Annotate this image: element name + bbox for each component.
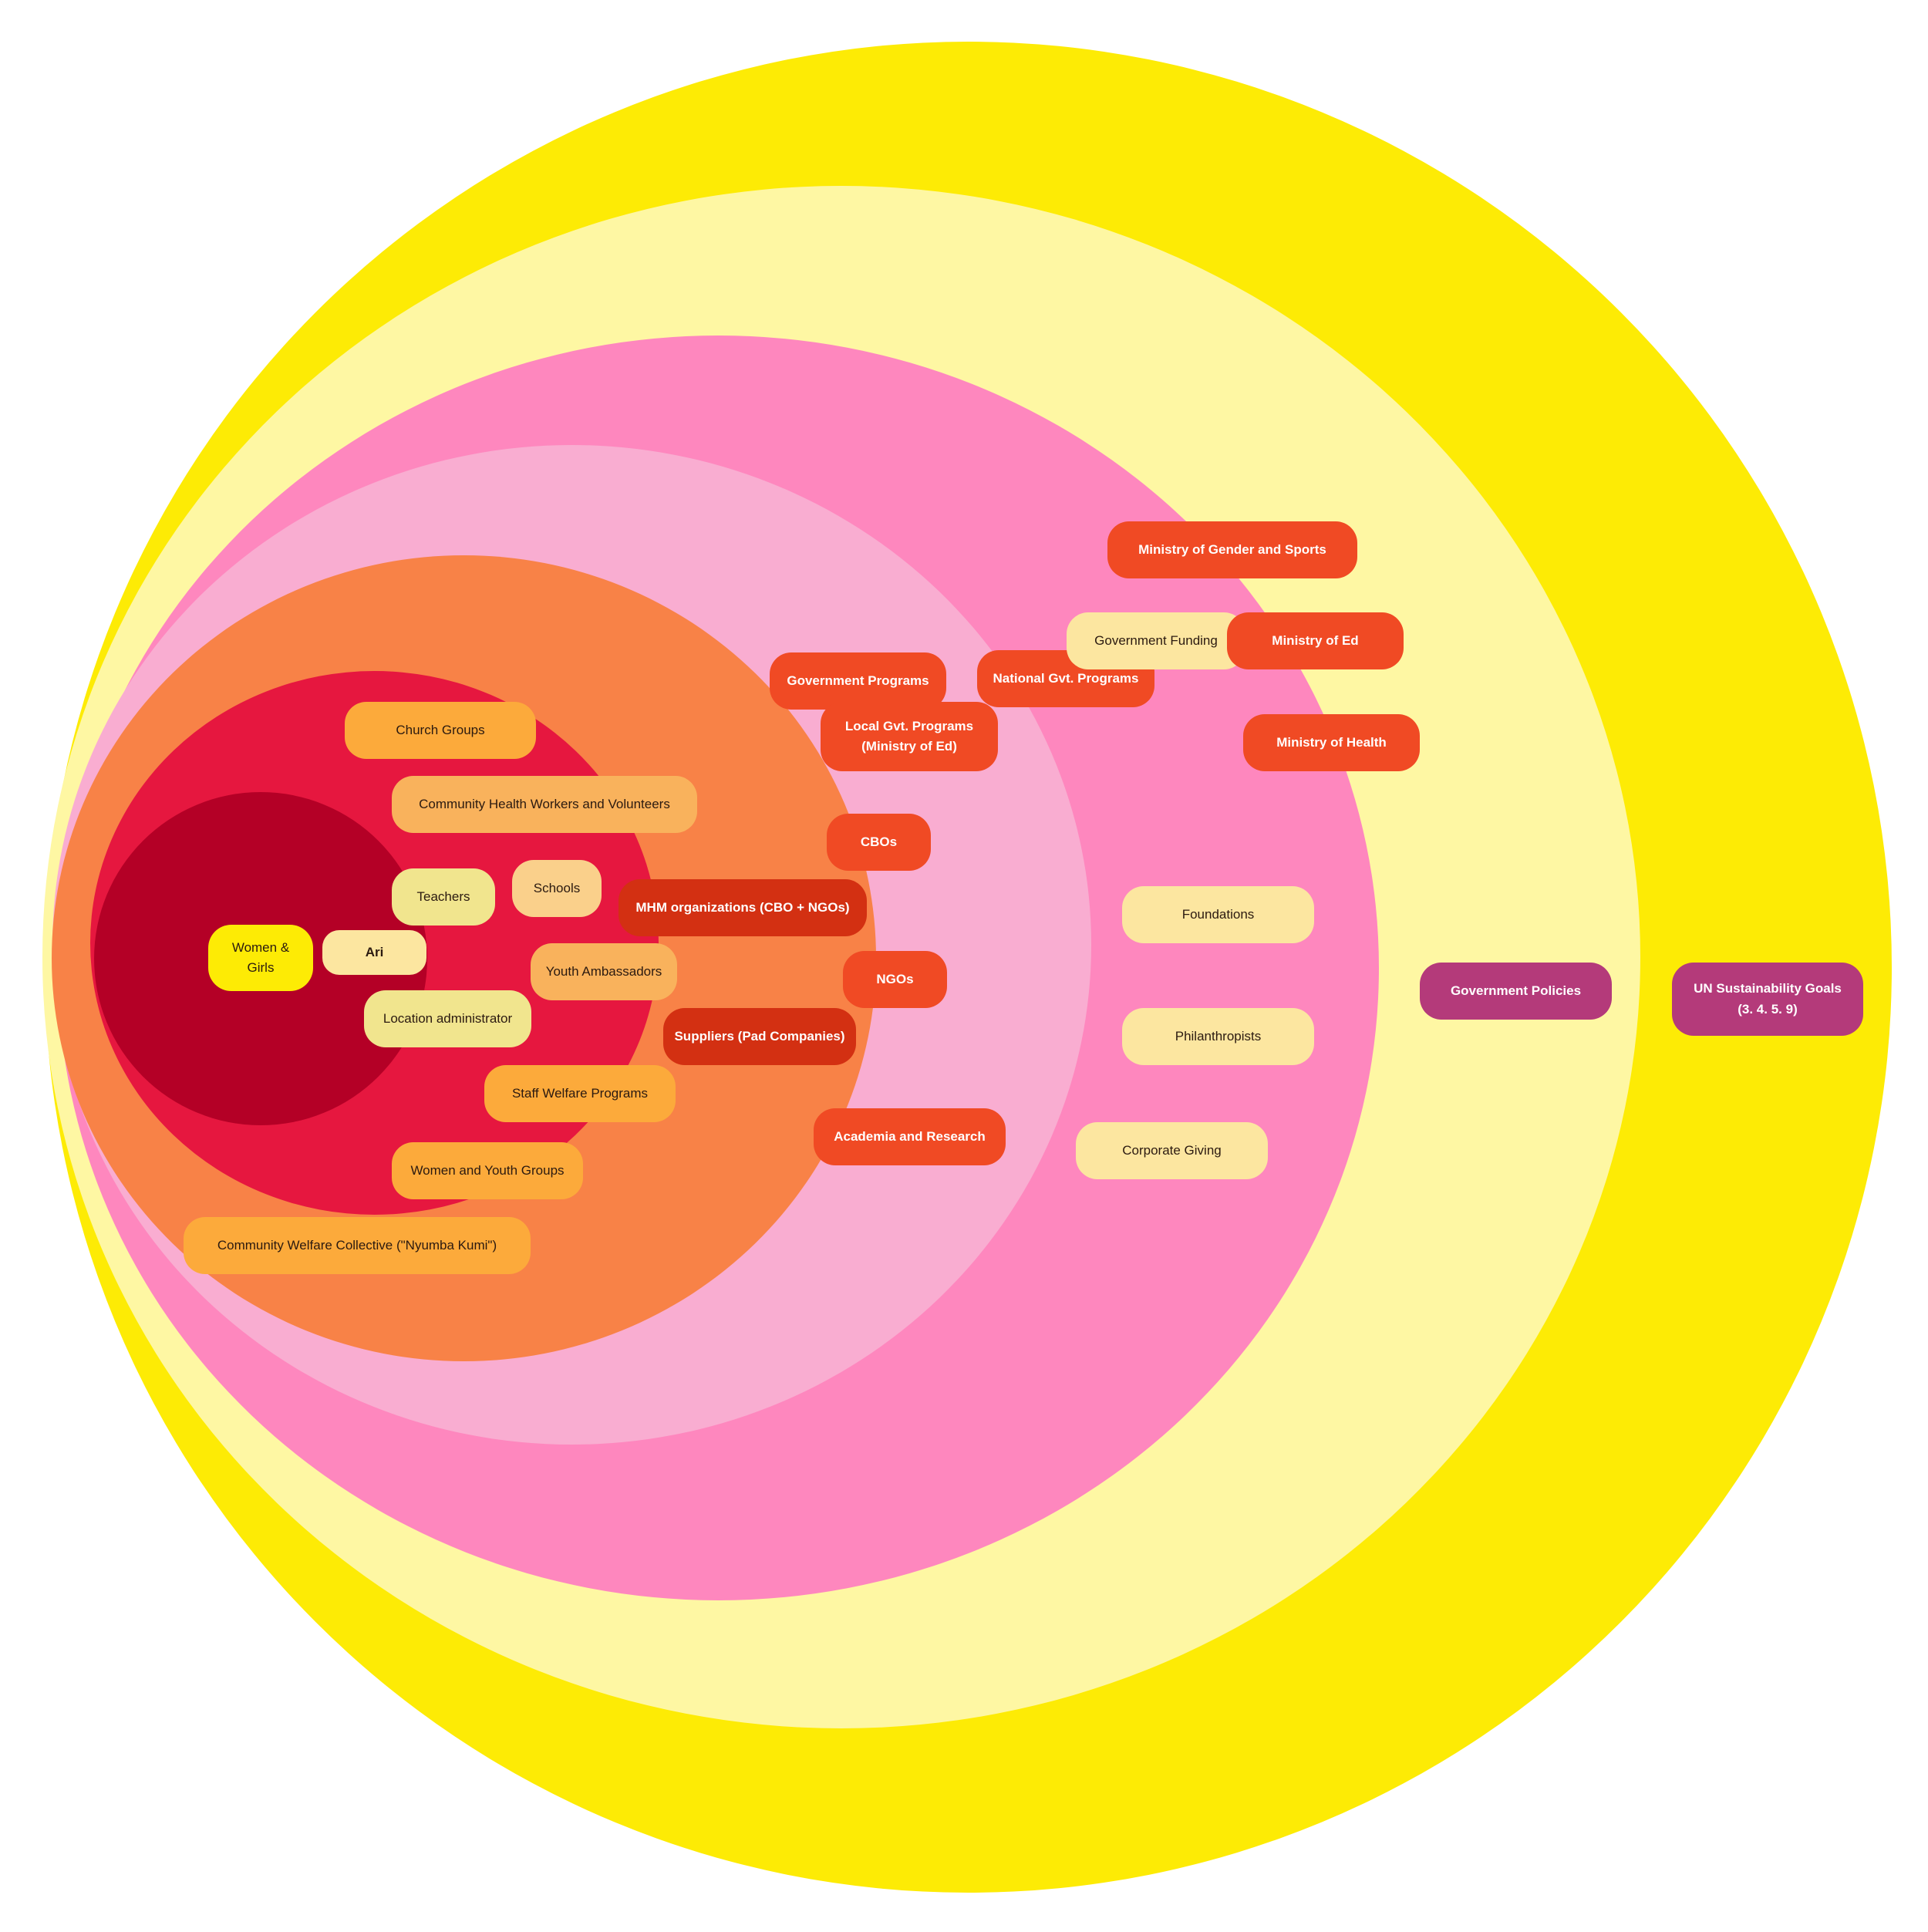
node-women-girls[interactable]: Women & Girls [208, 925, 313, 991]
node-teachers[interactable]: Teachers [392, 868, 495, 926]
node-foundations[interactable]: Foundations [1122, 886, 1314, 943]
node-government-policies[interactable]: Government Policies [1420, 963, 1612, 1020]
node-academia-research[interactable]: Academia and Research [814, 1108, 1006, 1165]
node-women-youth-groups[interactable]: Women and Youth Groups [392, 1142, 583, 1199]
node-ministry-of-health[interactable]: Ministry of Health [1243, 714, 1420, 771]
node-mhm-organizations[interactable]: MHM organizations (CBO + NGOs) [619, 879, 867, 936]
node-government-programs[interactable]: Government Programs [770, 652, 946, 710]
node-corporate-giving[interactable]: Corporate Giving [1076, 1122, 1268, 1179]
node-local-gvt-programs[interactable]: Local Gvt. Programs (Ministry of Ed) [821, 702, 998, 771]
node-church-groups[interactable]: Church Groups [345, 702, 536, 759]
node-community-health-workers[interactable]: Community Health Workers and Volunteers [392, 776, 697, 833]
node-staff-welfare-programs[interactable]: Staff Welfare Programs [484, 1065, 676, 1122]
node-location-administrator[interactable]: Location administrator [364, 990, 531, 1047]
node-youth-ambassadors[interactable]: Youth Ambassadors [531, 943, 677, 1000]
node-ngos[interactable]: NGOs [843, 951, 947, 1008]
node-suppliers[interactable]: Suppliers (Pad Companies) [663, 1008, 856, 1065]
node-ministry-gender-sports[interactable]: Ministry of Gender and Sports [1107, 521, 1357, 578]
node-ari[interactable]: Ari [322, 930, 426, 975]
node-nyumba-kumi[interactable]: Community Welfare Collective ("Nyumba Ku… [184, 1217, 531, 1274]
node-un-sustainability-goals[interactable]: UN Sustainability Goals (3. 4. 5. 9) [1672, 963, 1863, 1036]
node-government-funding[interactable]: Government Funding [1067, 612, 1245, 669]
node-philanthropists[interactable]: Philanthropists [1122, 1008, 1314, 1065]
node-ministry-of-ed[interactable]: Ministry of Ed [1227, 612, 1404, 669]
node-cbos[interactable]: CBOs [827, 814, 931, 871]
node-schools[interactable]: Schools [512, 860, 602, 917]
